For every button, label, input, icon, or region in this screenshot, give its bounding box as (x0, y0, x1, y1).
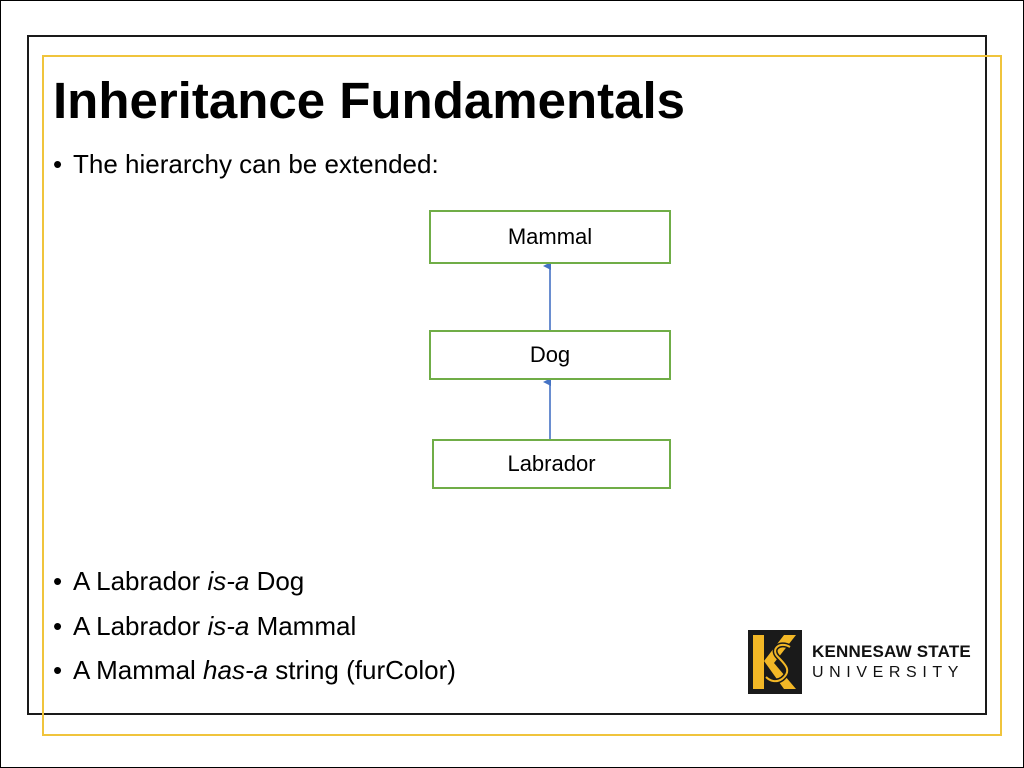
class-node-label: Labrador (507, 451, 596, 476)
bullet-text: A Mammal (73, 655, 204, 685)
bullet-text: A Labrador (73, 611, 208, 641)
logo-line-1: KENNESAW STATE (812, 642, 971, 661)
bullet-text: A Labrador (73, 566, 208, 596)
bullet-dot: • (53, 655, 63, 685)
bullet-emphasis: is-a (207, 611, 250, 641)
intro-bullet-text: The hierarchy can be extended: (73, 149, 439, 179)
ksu-monogram-icon (748, 630, 802, 694)
bullet-text: Dog (249, 566, 305, 596)
class-node-mammal: Mammal (429, 210, 671, 264)
bullet-dot: • (53, 566, 63, 596)
class-node-label: Dog (529, 342, 571, 367)
bullet-emphasis: has-a (203, 655, 269, 685)
slide-frame-black (27, 35, 987, 715)
bullet-labrador-dog: • A Labrador is-a Dog (53, 566, 304, 596)
bullet-dot: • (53, 611, 63, 641)
class-node-label: Mammal (507, 224, 593, 249)
bullet-emphasis: is-a (207, 566, 250, 596)
bullet-dot: • (53, 149, 63, 179)
intro-bullet: • The hierarchy can be extended: (53, 149, 439, 179)
class-node-dog: Dog (429, 330, 671, 380)
bullet-text: Mammal (249, 611, 357, 641)
slide-frame-gold (42, 55, 1002, 736)
bullet-text: string (furColor) (268, 655, 456, 685)
bullet-mammal-hasa: • A Mammal has-a string (furColor) (53, 655, 456, 685)
logo-line-2: UNIVERSITY (812, 664, 965, 681)
kennesaw-state-logo: KENNESAW STATE UNIVERSITY (746, 627, 971, 697)
slide-title: Inheritance Fundamentals (53, 72, 685, 129)
class-node-labrador: Labrador (432, 439, 671, 489)
bullet-labrador-mammal: • A Labrador is-a Mammal (53, 611, 356, 641)
